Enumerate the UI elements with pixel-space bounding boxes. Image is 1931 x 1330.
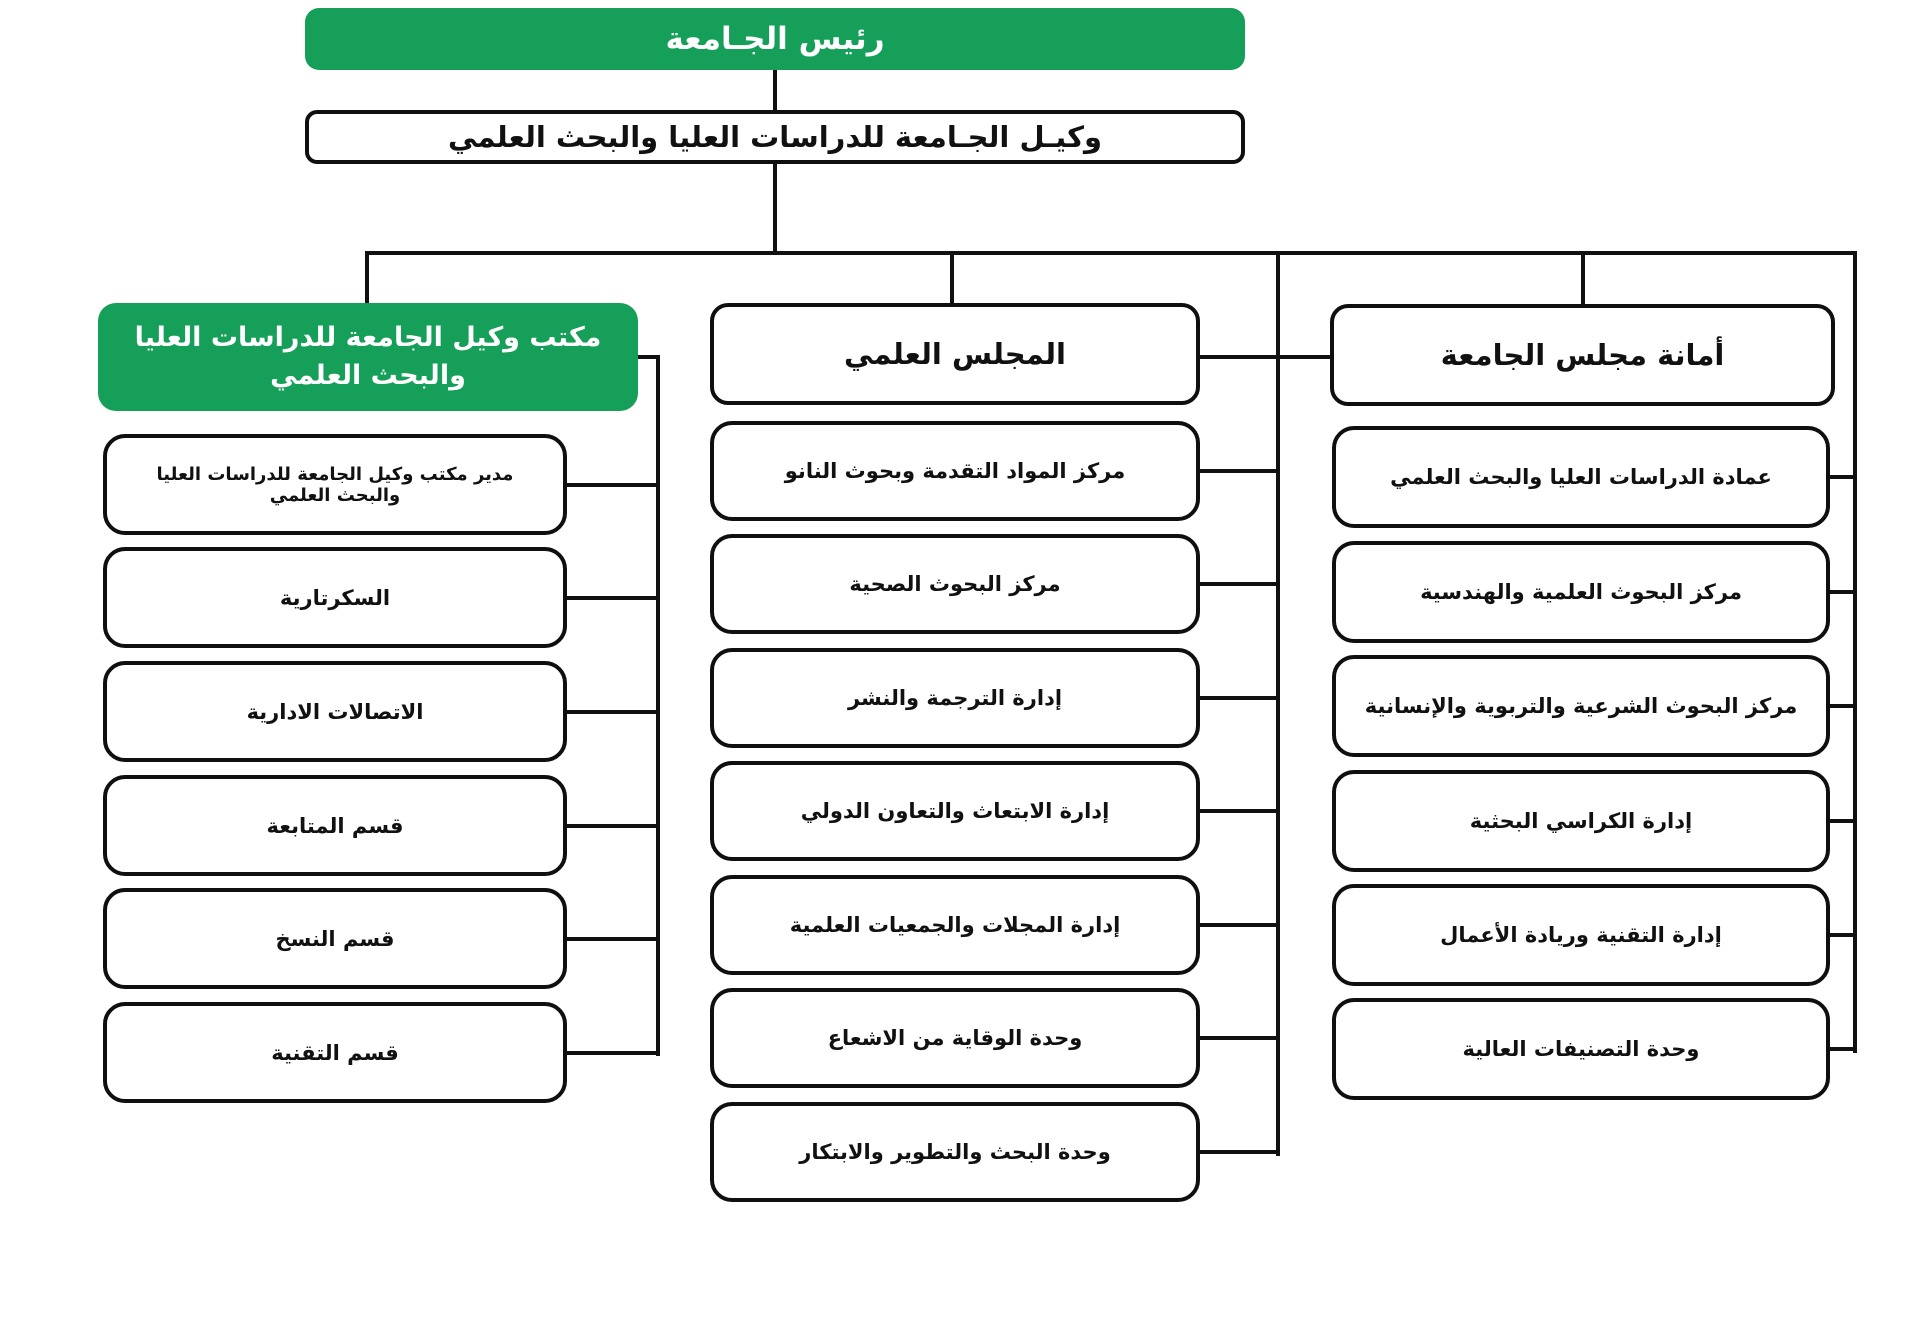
node-vice-president-label: وكيـل الجـامعة للدراسات العليا والبحث ال… (448, 120, 1102, 154)
node-label: قسم المتابعة (266, 813, 404, 838)
node-office-child: قسم المتابعة (103, 775, 567, 876)
node-office-child: الاتصالات الادارية (103, 661, 567, 762)
connector-line (1830, 819, 1853, 823)
node-label: مركز البحوث العلمية والهندسية (1420, 580, 1742, 604)
node-label: الاتصالات الادارية (246, 699, 424, 724)
node-scientific-council-child: إدارة الترجمة والنشر (710, 648, 1200, 748)
node-scientific-council-child: مركز البحوث الصحية (710, 534, 1200, 634)
node-label: مركز المواد التقدمة وبحوث النانو (784, 459, 1126, 483)
node-office-child: قسم التقنية (103, 1002, 567, 1103)
connector-line (567, 824, 656, 828)
node-label: قسم النسخ (275, 926, 395, 951)
node-label: قسم التقنية (271, 1040, 399, 1065)
node-council-secretariat-child: مركز البحوث العلمية والهندسية (1332, 541, 1830, 643)
node-council-secretariat-child: إدارة التقنية وريادة الأعمال (1332, 884, 1830, 986)
connector-line (1276, 251, 1280, 1156)
node-label: إدارة الترجمة والنشر (847, 686, 1063, 710)
node-president-label: رئيس الجـامعة (665, 21, 885, 57)
connector-line (638, 355, 660, 359)
node-council-secretariat-child: مركز البحوث الشرعية والتربوية والإنسانية (1332, 655, 1830, 757)
node-scientific-council-child: وحدة البحث والتطوير والابتكار (710, 1102, 1200, 1202)
node-scientific-council-child: إدارة المجلات والجمعيات العلمية (710, 875, 1200, 975)
node-label: إدارة المجلات والجمعيات العلمية (789, 913, 1121, 937)
connector-line (1200, 1036, 1276, 1040)
connector-line (567, 1051, 656, 1055)
node-office-child: قسم النسخ (103, 888, 567, 989)
connector-line (567, 596, 656, 600)
connector-line (1200, 696, 1276, 700)
connector-line (567, 710, 656, 714)
connector-line (1830, 590, 1853, 594)
connector-line (567, 937, 656, 941)
node-scientific-council-header: المجلس العلمي (710, 303, 1200, 405)
connector-line (950, 251, 954, 307)
node-label: السكرتارية (279, 585, 391, 610)
node-label: مدير مكتب وكيل الجامعة للدراسات العليا و… (156, 463, 514, 506)
node-office-header-label: مكتب وكيل الجامعة للدراسات العليا والبحث… (134, 322, 602, 391)
connector-line (1200, 355, 1276, 359)
node-label: إدارة الكراسي البحثية (1469, 809, 1693, 833)
connector-line (1830, 475, 1853, 479)
node-scientific-council-child: مركز المواد التقدمة وبحوث النانو (710, 421, 1200, 521)
connector-line (1200, 582, 1276, 586)
connector-line (567, 483, 656, 487)
node-label: وحدة البحث والتطوير والابتكار (799, 1140, 1111, 1164)
connector-line (1200, 809, 1276, 813)
connector-line (1830, 1047, 1853, 1051)
connector-line (365, 251, 369, 307)
connector-line (1853, 251, 1857, 1053)
node-council-secretariat-child: إدارة الكراسي البحثية (1332, 770, 1830, 872)
node-vice-president: وكيـل الجـامعة للدراسات العليا والبحث ال… (305, 110, 1245, 164)
connector-line (1830, 933, 1853, 937)
node-label: إدارة الابتعاث والتعاون الدولي (800, 799, 1110, 823)
node-office-child: السكرتارية (103, 547, 567, 648)
connector-line (773, 68, 777, 112)
connector-line (1581, 251, 1585, 308)
connector-line (1200, 1150, 1276, 1154)
connector-line (773, 163, 777, 255)
node-office-child: مدير مكتب وكيل الجامعة للدراسات العليا و… (103, 434, 567, 535)
node-office-header: مكتب وكيل الجامعة للدراسات العليا والبحث… (98, 303, 638, 411)
connector-line (1830, 704, 1853, 708)
node-scientific-council-child: إدارة الابتعاث والتعاون الدولي (710, 761, 1200, 861)
node-council-secretariat-header: أمانة مجلس الجامعة (1330, 304, 1835, 406)
connector-line (365, 251, 1857, 255)
node-label: المجلس العلمي (844, 337, 1066, 371)
connector-line (1200, 469, 1276, 473)
connector-line (1278, 355, 1330, 359)
node-label: مركز البحوث الصحية (849, 572, 1061, 596)
connector-line (1200, 923, 1276, 927)
node-label: وحدة الوقاية من الاشعاع (827, 1026, 1083, 1050)
connector-line (656, 355, 660, 1056)
node-label: وحدة التصنيفات العالية (1462, 1037, 1700, 1061)
node-label: عمادة الدراسات العليا والبحث العلمي (1390, 465, 1772, 489)
node-scientific-council-child: وحدة الوقاية من الاشعاع (710, 988, 1200, 1088)
node-label: أمانة مجلس الجامعة (1440, 338, 1725, 372)
node-label: مركز البحوث الشرعية والتربوية والإنسانية (1364, 694, 1798, 718)
node-president: رئيس الجـامعة (305, 8, 1245, 70)
node-council-secretariat-child: وحدة التصنيفات العالية (1332, 998, 1830, 1100)
node-label: إدارة التقنية وريادة الأعمال (1440, 923, 1722, 947)
node-council-secretariat-child: عمادة الدراسات العليا والبحث العلمي (1332, 426, 1830, 528)
